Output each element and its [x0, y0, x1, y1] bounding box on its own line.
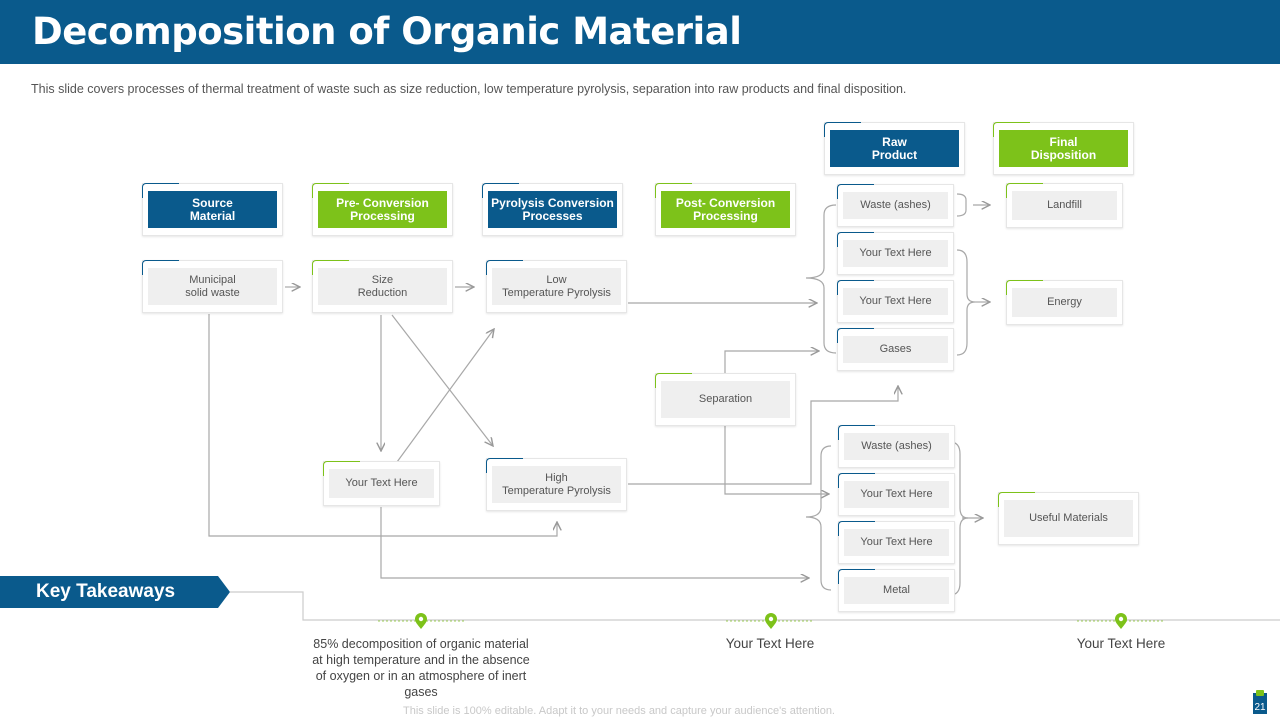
node-low-temperature-pyrolysis: Low Temperature Pyrolysis	[486, 260, 627, 313]
raw-upper-item: Gases	[837, 328, 954, 371]
raw-upper-item: Waste (ashes)	[837, 184, 954, 227]
header-pre-conversion: Pre- Conversion Processing	[312, 183, 453, 236]
header-post-conversion: Post- Conversion Processing	[655, 183, 796, 236]
raw-upper-item: Your Text Here	[837, 232, 954, 275]
takeaways-line	[230, 591, 1280, 621]
node-size-reduction: Size Reduction	[312, 260, 453, 313]
node-your-text-mid: Your Text Here	[323, 461, 440, 506]
raw-lower-item: Your Text Here	[838, 521, 955, 564]
location-pin-icon	[1115, 613, 1127, 629]
node-separation: Separation	[655, 373, 796, 426]
node-useful-materials: Useful Materials	[998, 492, 1139, 545]
key-takeaways-label: Key Takeaways	[36, 581, 176, 602]
page-badge	[1253, 690, 1267, 714]
takeaway-item: 85% decomposition of organic material at…	[312, 637, 530, 699]
slide-subtitle: This slide covers processes of thermal t…	[31, 82, 907, 96]
arrow-separation-to-lower	[724, 425, 829, 494]
node-high-temperature-pyrolysis: High Temperature Pyrolysis	[486, 458, 627, 511]
node-landfill: Landfill	[1006, 183, 1123, 228]
raw-lower-item: Metal	[838, 569, 955, 612]
page-number: 21	[1254, 702, 1266, 713]
brace-right-useful	[949, 441, 969, 596]
brace-right-energy	[956, 249, 976, 356]
slide-footer: This slide is 100% editable. Adapt it to…	[403, 705, 835, 717]
location-pin-icon	[415, 613, 427, 629]
takeaway-item: Your Text Here	[725, 636, 815, 651]
takeaway-item: Your Text Here	[1076, 636, 1166, 651]
arrow-yourtext-to-metal	[380, 507, 809, 578]
takeaway-markers	[378, 613, 1165, 629]
brace-left-upper	[805, 204, 837, 354]
location-pin-icon	[765, 613, 777, 629]
arrow-separation-to-gases	[724, 351, 819, 373]
title-bar	[0, 0, 1280, 64]
raw-upper-item: Your Text Here	[837, 280, 954, 323]
node-energy: Energy	[1006, 280, 1123, 325]
arrow-yourtext-to-low	[396, 329, 494, 463]
key-takeaways-banner	[0, 576, 230, 608]
arrow-size-to-high	[391, 314, 493, 446]
arrow-high-to-gases	[628, 386, 898, 485]
brace-left-lower	[805, 445, 832, 591]
arrow-municipal-to-high	[208, 314, 557, 537]
header-source-material: Source Material	[142, 183, 283, 236]
raw-lower-item: Your Text Here	[838, 473, 955, 516]
brace-right-waste	[956, 193, 967, 217]
header-final-disposition: Final Disposition	[993, 122, 1134, 175]
node-municipal-solid-waste: Municipal solid waste	[142, 260, 283, 313]
raw-lower-item: Waste (ashes)	[838, 425, 955, 468]
header-pyrolysis-conversion: Pyrolysis Conversion Processes	[482, 183, 623, 236]
slide-title: Decomposition of Organic Material	[32, 10, 742, 53]
header-raw-product: Raw Product	[824, 122, 965, 175]
